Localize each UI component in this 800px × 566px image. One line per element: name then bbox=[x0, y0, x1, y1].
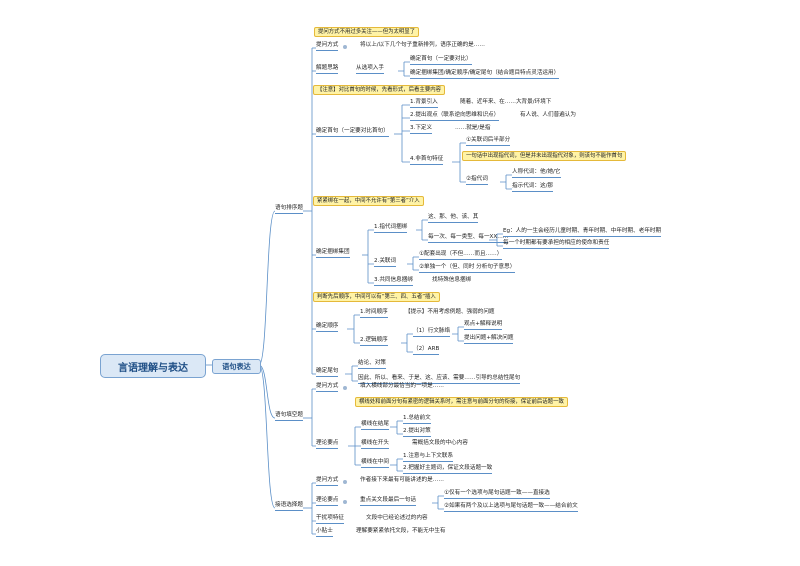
bind-node[interactable]: 确定捆绑集团 bbox=[316, 249, 350, 258]
first-2-node[interactable]: 2.提出观点（联系逆向思维和识点） bbox=[410, 112, 500, 121]
order-2-node[interactable]: 2.逻辑顺序 bbox=[360, 337, 388, 346]
fill-end-2[interactable]: 2.提出对策 bbox=[403, 428, 431, 437]
continue-key-a[interactable]: ①仅有一个选项与尾句话题一致——直接选 bbox=[444, 490, 550, 499]
tip-top-note: 提问方式不用过多关注——但为太明显了 bbox=[314, 27, 420, 37]
first-4-b[interactable]: ②指代词 bbox=[466, 176, 488, 185]
link-icon bbox=[343, 480, 347, 484]
fill-mid-node[interactable]: 横线在中间 bbox=[361, 459, 389, 468]
ask-method-text: 将以上/以下几个句子重新排列，语序正确的是…… bbox=[360, 42, 485, 48]
method-option-1[interactable]: 确定首句（一定要对比） bbox=[410, 56, 472, 65]
ask-method-node[interactable]: 提问方式 bbox=[316, 42, 339, 51]
continue-distract-text: 文段中已经论述过的内容 bbox=[366, 515, 428, 521]
bind-1-eg2[interactable]: 每一个时期都有要承担的相应的使命和责任 bbox=[503, 240, 610, 249]
first-3-detail: ……就是/是指 bbox=[455, 125, 491, 131]
link-icon bbox=[343, 45, 347, 49]
tail-node[interactable]: 确定尾句 bbox=[316, 368, 339, 377]
first-sentence-node[interactable]: 确定首句（一定要对比首句） bbox=[316, 128, 389, 137]
bind-1-eg[interactable]: Eg：人的一生会经历儿童时期、青年时期、中年时期、老年时期 bbox=[503, 228, 662, 237]
first-2-detail: 有人说、人们普遍认为 bbox=[520, 112, 576, 118]
first-4-b2[interactable]: 指示代词：这/那 bbox=[512, 183, 554, 192]
method-text[interactable]: 从选项入手 bbox=[356, 65, 384, 74]
order-2-a1[interactable]: 观点+解释说明 bbox=[464, 321, 503, 330]
fill-note: 横线处和前面分句有紧密的逻辑关系时，需注意与前面分句的衔接，保证前后话题一致 bbox=[355, 397, 568, 407]
continue-key-b[interactable]: ②如果有两个及以上选项与尾句话题一致——结合前文 bbox=[444, 503, 578, 512]
fill-end-node[interactable]: 横线在结尾 bbox=[361, 421, 389, 430]
first-sentence-note: 【注意】对比首句的时候，先看形式，后看主要内容 bbox=[313, 85, 445, 95]
first-4-a[interactable]: ①关联词后半部分 bbox=[466, 137, 511, 146]
link-icon bbox=[343, 386, 347, 390]
continue-key-node[interactable]: 理论要点 bbox=[316, 497, 339, 506]
continue-distract-node[interactable]: 干扰项特征 bbox=[316, 515, 344, 524]
fill-mid-1[interactable]: 1.注意与上下文联系 bbox=[403, 453, 454, 462]
continue-ask-node[interactable]: 提问方式 bbox=[316, 477, 339, 486]
tail-1[interactable]: 结论、对策 bbox=[358, 360, 386, 369]
section-node[interactable]: 语句表达 bbox=[212, 359, 261, 374]
first-4-b1[interactable]: 人称代词：他/她/它 bbox=[512, 169, 561, 178]
fill-blank-node[interactable]: 语句填空题 bbox=[275, 412, 303, 421]
first-1-detail: 随着、近年来、在……大背景/环境下 bbox=[460, 99, 552, 105]
continue-key-text[interactable]: 重点关文段最后一句话 bbox=[360, 497, 416, 506]
continue-node[interactable]: 接语选择题 bbox=[275, 502, 303, 511]
order-node[interactable]: 确定顺序 bbox=[316, 323, 339, 332]
bind-3-detail: 找特殊信息捆绑 bbox=[432, 277, 472, 283]
tail-2[interactable]: 因此、所以、看来、于是、这、应该、需要……引导的总结性尾句 bbox=[358, 375, 521, 384]
bind-2-a[interactable]: ①配套出现（不但……而且……） bbox=[419, 251, 503, 260]
bind-1-node[interactable]: 1.指代词捆绑 bbox=[374, 224, 408, 233]
bind-2-b[interactable]: ②单独一个（但、同时 分析句子意思） bbox=[419, 264, 516, 273]
bind-3-node[interactable]: 3.共同信息捆绑 bbox=[374, 277, 413, 286]
continue-tip-text: 理解要紧紧依托文段，不能无中生有 bbox=[356, 528, 446, 534]
bind-note: 紧紧绑在一起，中间不允许有“第三者”介入 bbox=[313, 196, 424, 206]
fill-start-node[interactable]: 横线在开头 bbox=[361, 440, 389, 449]
continue-tip-node[interactable]: 小贴士 bbox=[316, 528, 333, 537]
first-4-note: 一句话中出现指代词，但是并未出现指代对象，则该句不能作首句 bbox=[462, 151, 627, 161]
first-3-node[interactable]: 3.下定义 bbox=[410, 125, 433, 134]
order-1-node[interactable]: 1.时间顺序 bbox=[360, 309, 388, 318]
continue-ask-text: 作者接下来最有可能讲述的是…… bbox=[360, 477, 444, 483]
bind-1-b[interactable]: 每一次、每一类型、每一XX…… bbox=[428, 234, 509, 243]
root-node[interactable]: 言语理解与表达 bbox=[100, 354, 206, 378]
fill-start-text: 需概括文段的中心内容 bbox=[412, 440, 468, 446]
fill-end-1[interactable]: 1.总结前文 bbox=[403, 415, 431, 424]
fill-ask-text: 填入横线部分最恰当的一项是…… bbox=[360, 383, 444, 389]
first-1-node[interactable]: 1.背景引入 bbox=[410, 99, 438, 108]
fill-mid-2[interactable]: 2.把握好主题词，保证文段话题一致 bbox=[403, 465, 493, 474]
fill-ask-node[interactable]: 提问方式 bbox=[316, 383, 339, 392]
method-node[interactable]: 解题思路 bbox=[316, 65, 339, 74]
method-option-2[interactable]: 确定捆绑集团/确定顺序/确定尾句（结合题目特点灵活运用） bbox=[410, 70, 560, 79]
link-icon bbox=[343, 500, 347, 504]
bind-2-node[interactable]: 2.关联词 bbox=[374, 258, 397, 267]
sentence-order-node[interactable]: 语句排序题 bbox=[275, 205, 303, 214]
fill-key-node[interactable]: 理论要点 bbox=[316, 440, 339, 449]
order-1-detail: 【提示】不用考虑例题、强弱的问题 bbox=[405, 309, 495, 315]
order-2-a[interactable]: （1）行文脉络 bbox=[413, 328, 451, 337]
order-2-b[interactable]: （2）ARB bbox=[413, 346, 440, 355]
bind-1-a[interactable]: 这、那、他、该、其 bbox=[428, 214, 479, 223]
order-2-a2[interactable]: 提出问题+解决问题 bbox=[464, 335, 514, 344]
order-note: 判断先后顺序，中间可以有“第三、四、五者”插入 bbox=[313, 292, 440, 302]
first-4-node[interactable]: 4.非首句特征 bbox=[410, 156, 444, 165]
